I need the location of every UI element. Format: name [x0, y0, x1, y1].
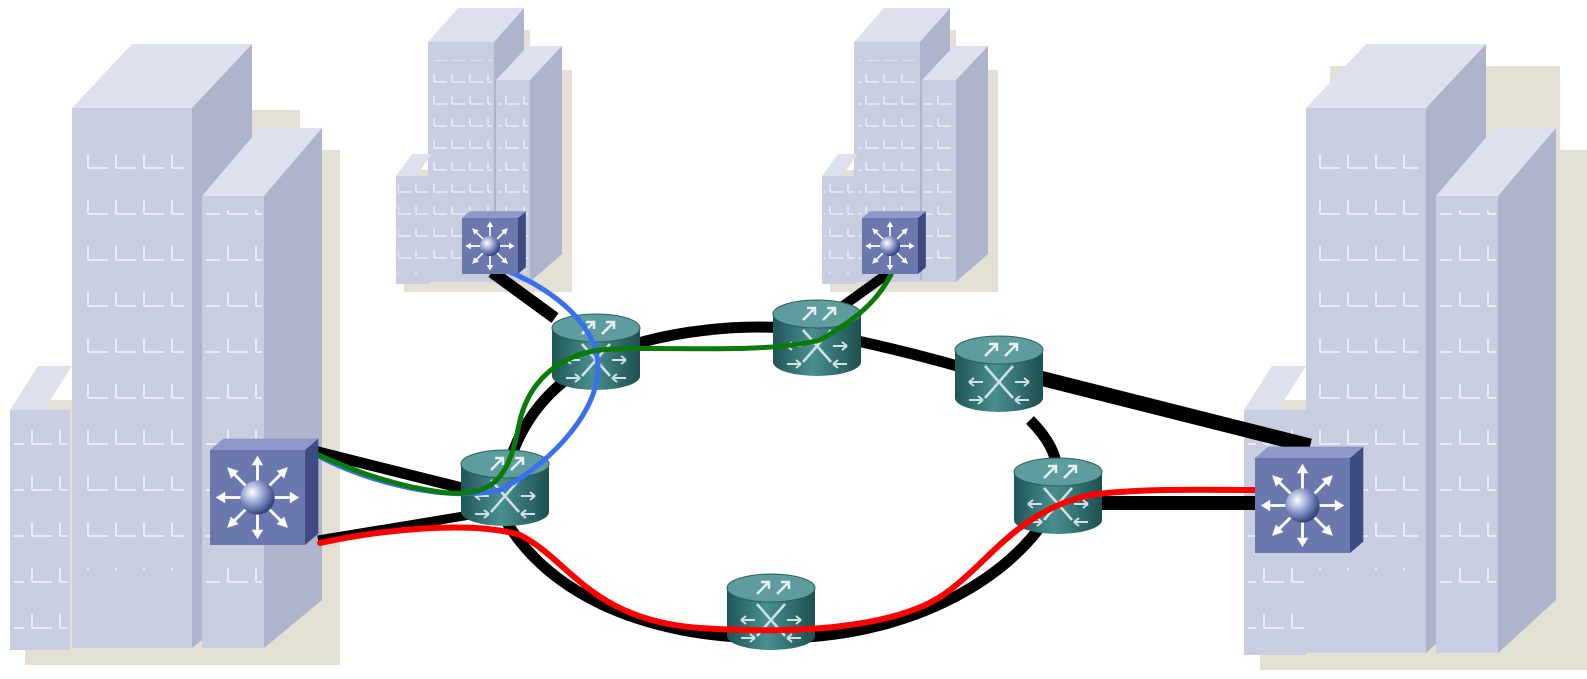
link-west-r5-upper — [308, 444, 472, 496]
building-campus-west — [10, 44, 340, 665]
l3-switch-east[interactable] — [1253, 445, 1365, 555]
link-north-a-r1 — [488, 267, 559, 323]
link-north-b-r2 — [837, 267, 893, 313]
l3-switch-north-a[interactable] — [461, 210, 527, 275]
l3-switch-north-b[interactable] — [861, 210, 927, 275]
router-r3[interactable] — [953, 334, 1045, 414]
link-r3-east — [1038, 370, 1312, 454]
l3-switch-west[interactable] — [208, 437, 320, 547]
path-red — [317, 486, 1258, 634]
router-r6[interactable] — [725, 572, 817, 652]
path-green — [309, 267, 896, 496]
building-campus-east — [1244, 44, 1587, 670]
router-r2[interactable] — [771, 298, 863, 378]
logical-paths — [309, 263, 1258, 634]
